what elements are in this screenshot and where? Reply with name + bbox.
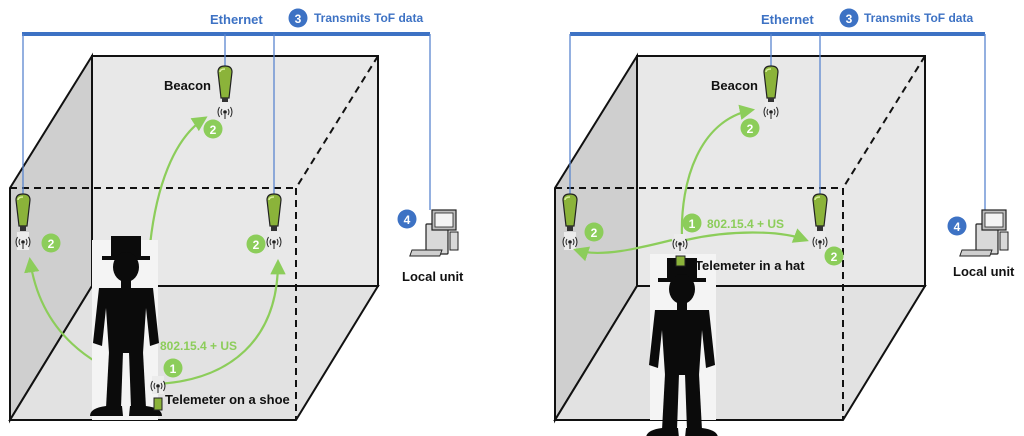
wireless-signal-icon	[562, 231, 578, 251]
beacon-label: Beacon	[711, 78, 758, 93]
wireless-signal-icon	[266, 231, 282, 251]
protocol-label: 802.15.4 + US	[707, 217, 784, 231]
computer-icon	[959, 209, 1009, 257]
ethernet-label: Ethernet	[761, 12, 814, 27]
step4-badge	[397, 209, 417, 229]
step2-badge-number: 2	[747, 122, 754, 136]
step2-badge	[203, 119, 223, 139]
signal-arrow	[156, 258, 286, 386]
step4-badge-number: 4	[404, 213, 411, 227]
step2-badge-number: 2	[48, 237, 55, 251]
wireless-signal-icon	[217, 101, 233, 121]
wireless-signal-icon	[763, 101, 779, 121]
ethernet-label: Ethernet	[210, 12, 263, 27]
step2-badge-number: 2	[253, 238, 260, 252]
step2-badge	[246, 234, 266, 254]
wireless-signal-icon	[150, 375, 166, 395]
step2-badge	[584, 222, 604, 242]
protocol-label: 802.15.4 + US	[160, 339, 237, 353]
beacon-label: Beacon	[164, 78, 211, 93]
panel-shoe: Ethernet 3 Transmits ToF data Beacon 2 2…	[8, 8, 464, 424]
step1-badge-number: 1	[689, 217, 696, 231]
step2-badge-number: 2	[831, 250, 838, 264]
step2-badge	[824, 246, 844, 266]
signal-arrow	[573, 238, 673, 262]
step4-badge	[947, 216, 967, 236]
step1-badge	[163, 358, 183, 378]
step2-badge	[740, 118, 760, 138]
wireless-signal-icon	[15, 231, 31, 251]
wireless-signal-icon	[812, 231, 828, 251]
step1-badge	[682, 213, 702, 233]
step3-badge	[288, 8, 308, 28]
wireless-signal-icon	[672, 233, 688, 253]
step3-label: Transmits ToF data	[314, 11, 423, 25]
local-unit-label: Local unit	[402, 269, 464, 284]
signal-arrow	[685, 228, 809, 243]
room-edge-dashed	[295, 55, 379, 189]
step3-badge	[839, 8, 859, 28]
step3-label: Transmits ToF data	[864, 11, 973, 25]
step2-badge-number: 2	[591, 226, 598, 240]
step2-badge-number: 2	[210, 123, 217, 137]
telemeter-device	[153, 397, 163, 411]
step3-badge-number: 3	[846, 12, 853, 26]
room-edge-dashed	[842, 55, 926, 189]
computer-icon	[409, 209, 459, 257]
signal-arrow	[680, 104, 756, 239]
step3-badge-number: 3	[295, 12, 302, 26]
step4-badge-number: 4	[954, 220, 961, 234]
panel-hat: Ethernet 3 Transmits ToF data Beacon 2 2…	[553, 8, 1015, 436]
step1-badge-number: 1	[170, 362, 177, 376]
telemeter-device	[675, 255, 686, 267]
local-unit-label: Local unit	[953, 264, 1015, 279]
telemeter-label: Telemeter on a shoe	[165, 392, 290, 407]
step2-badge	[41, 233, 61, 253]
telemeter-label: Telemeter in a hat	[695, 258, 805, 273]
